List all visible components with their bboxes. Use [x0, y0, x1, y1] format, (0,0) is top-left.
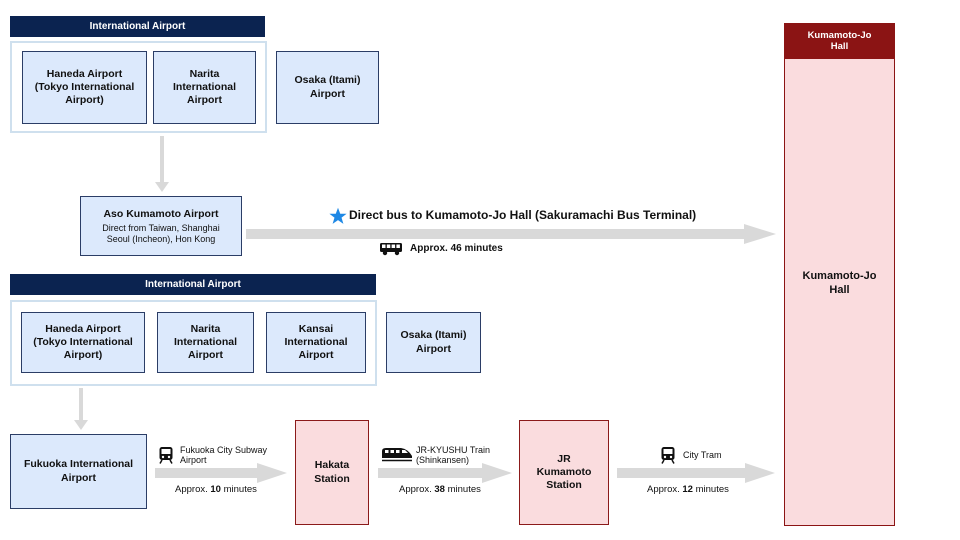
tram-time-suffix: minutes [692, 484, 729, 495]
tram-icon [661, 447, 675, 464]
bottom-section-header: International Airport [10, 274, 376, 295]
aso-kumamoto-airport: Aso Kumamoto Airport Direct from Taiwan,… [80, 196, 242, 256]
tram-time-value: 12 [682, 484, 693, 495]
tram-time-prefix: Approx. [647, 484, 683, 495]
bus-travel-time: Approx. 46 minutes [410, 243, 503, 254]
haneda-airport-top: Haneda Airport (Tokyo International Airp… [22, 51, 147, 124]
bus-time-value: 46 minutes [450, 243, 503, 254]
fukuoka-international-airport: Fukuoka International Airport [10, 434, 147, 509]
subway-arrow [155, 463, 287, 483]
down-arrow-bottom [74, 388, 88, 430]
aso-airport-direct-flights: Direct from Taiwan, Shanghai Seoul (Inch… [102, 222, 220, 244]
kumamoto-jo-hall-label: Kumamoto-Jo Hall [802, 270, 877, 296]
narita-airport-top: Narita International Airport [153, 51, 256, 124]
aso-airport-title: Aso Kumamoto Airport [103, 207, 219, 220]
hakata-station: Hakata Station [295, 420, 369, 525]
jr-kumamoto-station: JR Kumamoto Station [519, 420, 609, 525]
shinkansen-travel-time: Approx. 38 minutes [399, 484, 481, 495]
subway-time-suffix: minutes [220, 484, 257, 495]
subway-icon [159, 447, 173, 464]
osaka-itami-airport-bottom: Osaka (Itami) Airport [386, 312, 481, 373]
shinkansen-label: JR-KYUSHU Train (Shinkansen) [416, 445, 491, 466]
haneda-airport-bottom: Haneda Airport (Tokyo International Airp… [21, 312, 145, 373]
subway-time-prefix: Approx. [175, 484, 211, 495]
subway-travel-time: Approx. 10 minutes [175, 484, 257, 495]
kumamoto-jo-hall-header: Kumamoto-Jo Hall [784, 23, 895, 59]
shinkansen-time-prefix: Approx. [399, 484, 435, 495]
bus-arrow [246, 224, 776, 244]
shinkansen-time-value: 38 [434, 484, 445, 495]
direct-bus-label: Direct bus to Kumamoto-Jo Hall (Sakurama… [349, 208, 697, 222]
kumamoto-jo-hall-column [784, 23, 895, 526]
tram-travel-time: Approx. 12 minutes [647, 484, 729, 495]
bus-icon [380, 243, 402, 256]
shinkansen-time-suffix: minutes [444, 484, 481, 495]
star-icon [329, 207, 347, 224]
kansai-airport: Kansai International Airport [266, 312, 366, 373]
bus-time-prefix: Approx. [410, 243, 451, 254]
subway-label: Fukuoka City Subway Airport [180, 445, 268, 466]
top-section-header: International Airport [10, 16, 265, 37]
tram-arrow [617, 463, 775, 483]
tram-label: City Tram [683, 450, 722, 460]
down-arrow-top [155, 136, 169, 192]
subway-time-value: 10 [210, 484, 221, 495]
narita-airport-bottom: Narita International Airport [157, 312, 254, 373]
shinkansen-icon [382, 448, 412, 462]
osaka-itami-airport-top: Osaka (Itami) Airport [276, 51, 379, 124]
shinkansen-arrow [378, 463, 512, 483]
